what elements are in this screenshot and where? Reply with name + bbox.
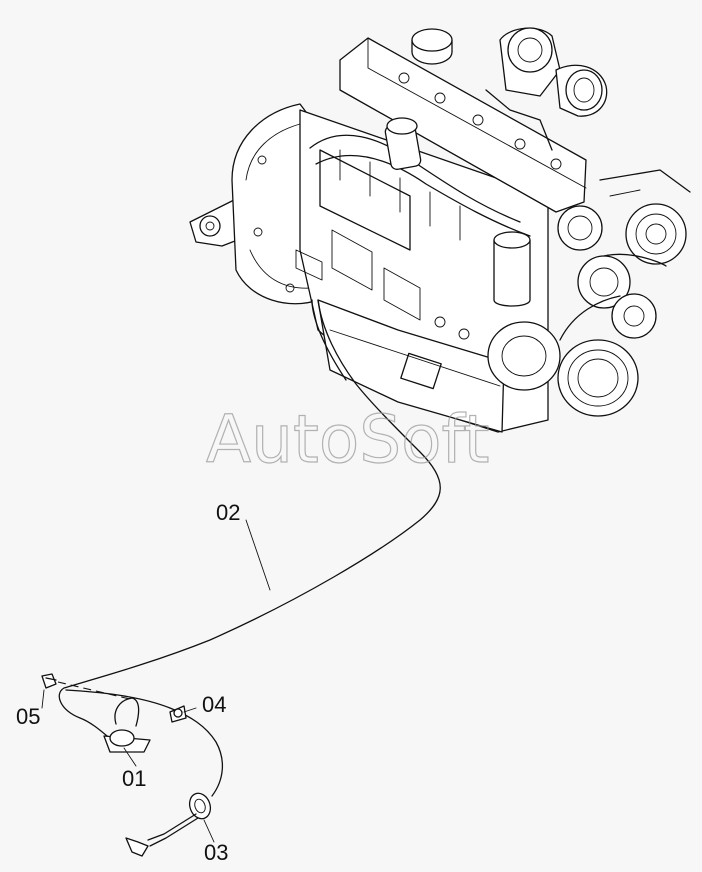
bracket-01: [103, 697, 151, 753]
callout-02: 02: [216, 500, 240, 525]
leader-lines: [41, 519, 271, 843]
watermark-text: AutoSoft: [206, 401, 489, 478]
knob-03: [125, 792, 212, 857]
callout-04: 04: [202, 692, 226, 717]
callout-01: 01: [122, 766, 146, 791]
engine-assembly: [189, 27, 691, 433]
control-cable: [58, 299, 441, 747]
locator-dashed-line: [57, 681, 135, 701]
callout-03: 03: [204, 840, 228, 865]
bolt-05: [41, 673, 57, 689]
callout-05: 05: [16, 704, 40, 729]
clip-04: [169, 705, 187, 723]
